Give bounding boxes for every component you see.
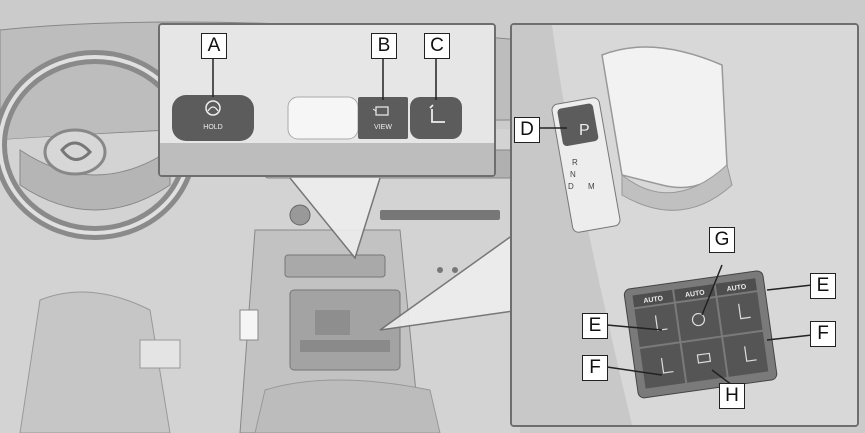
right-callout: P R N D M AUTO AUTO <box>510 23 859 427</box>
gear-r: R <box>572 158 578 167</box>
hold-button[interactable]: HOLD <box>172 95 254 141</box>
label-f-right: F <box>810 321 836 347</box>
label-b: B <box>371 33 397 59</box>
label-h: H <box>719 383 745 409</box>
view-label: VIEW <box>374 124 392 131</box>
label-a: A <box>201 33 227 59</box>
label-d: D <box>514 117 540 143</box>
label-e-left: E <box>582 313 608 339</box>
view-button[interactable]: VIEW <box>358 97 408 139</box>
gear-d: D <box>568 182 574 191</box>
park-indicator: P <box>579 122 590 139</box>
hold-label: HOLD <box>203 124 222 131</box>
steering-heater-button[interactable] <box>676 298 721 341</box>
label-c: C <box>424 33 450 59</box>
gear-m: M <box>588 182 595 191</box>
label-f-left: F <box>582 355 608 381</box>
gear-n: N <box>570 170 576 179</box>
console-drawing: P R N D M AUTO AUTO <box>512 25 857 425</box>
label-g: G <box>709 227 735 253</box>
seat-climate-panel: AUTO AUTO <box>624 270 778 398</box>
blank-button[interactable] <box>288 97 358 139</box>
top-callout: HOLD VIEW <box>158 23 496 177</box>
label-e-right: E <box>810 273 836 299</box>
seat-button[interactable] <box>410 97 462 139</box>
